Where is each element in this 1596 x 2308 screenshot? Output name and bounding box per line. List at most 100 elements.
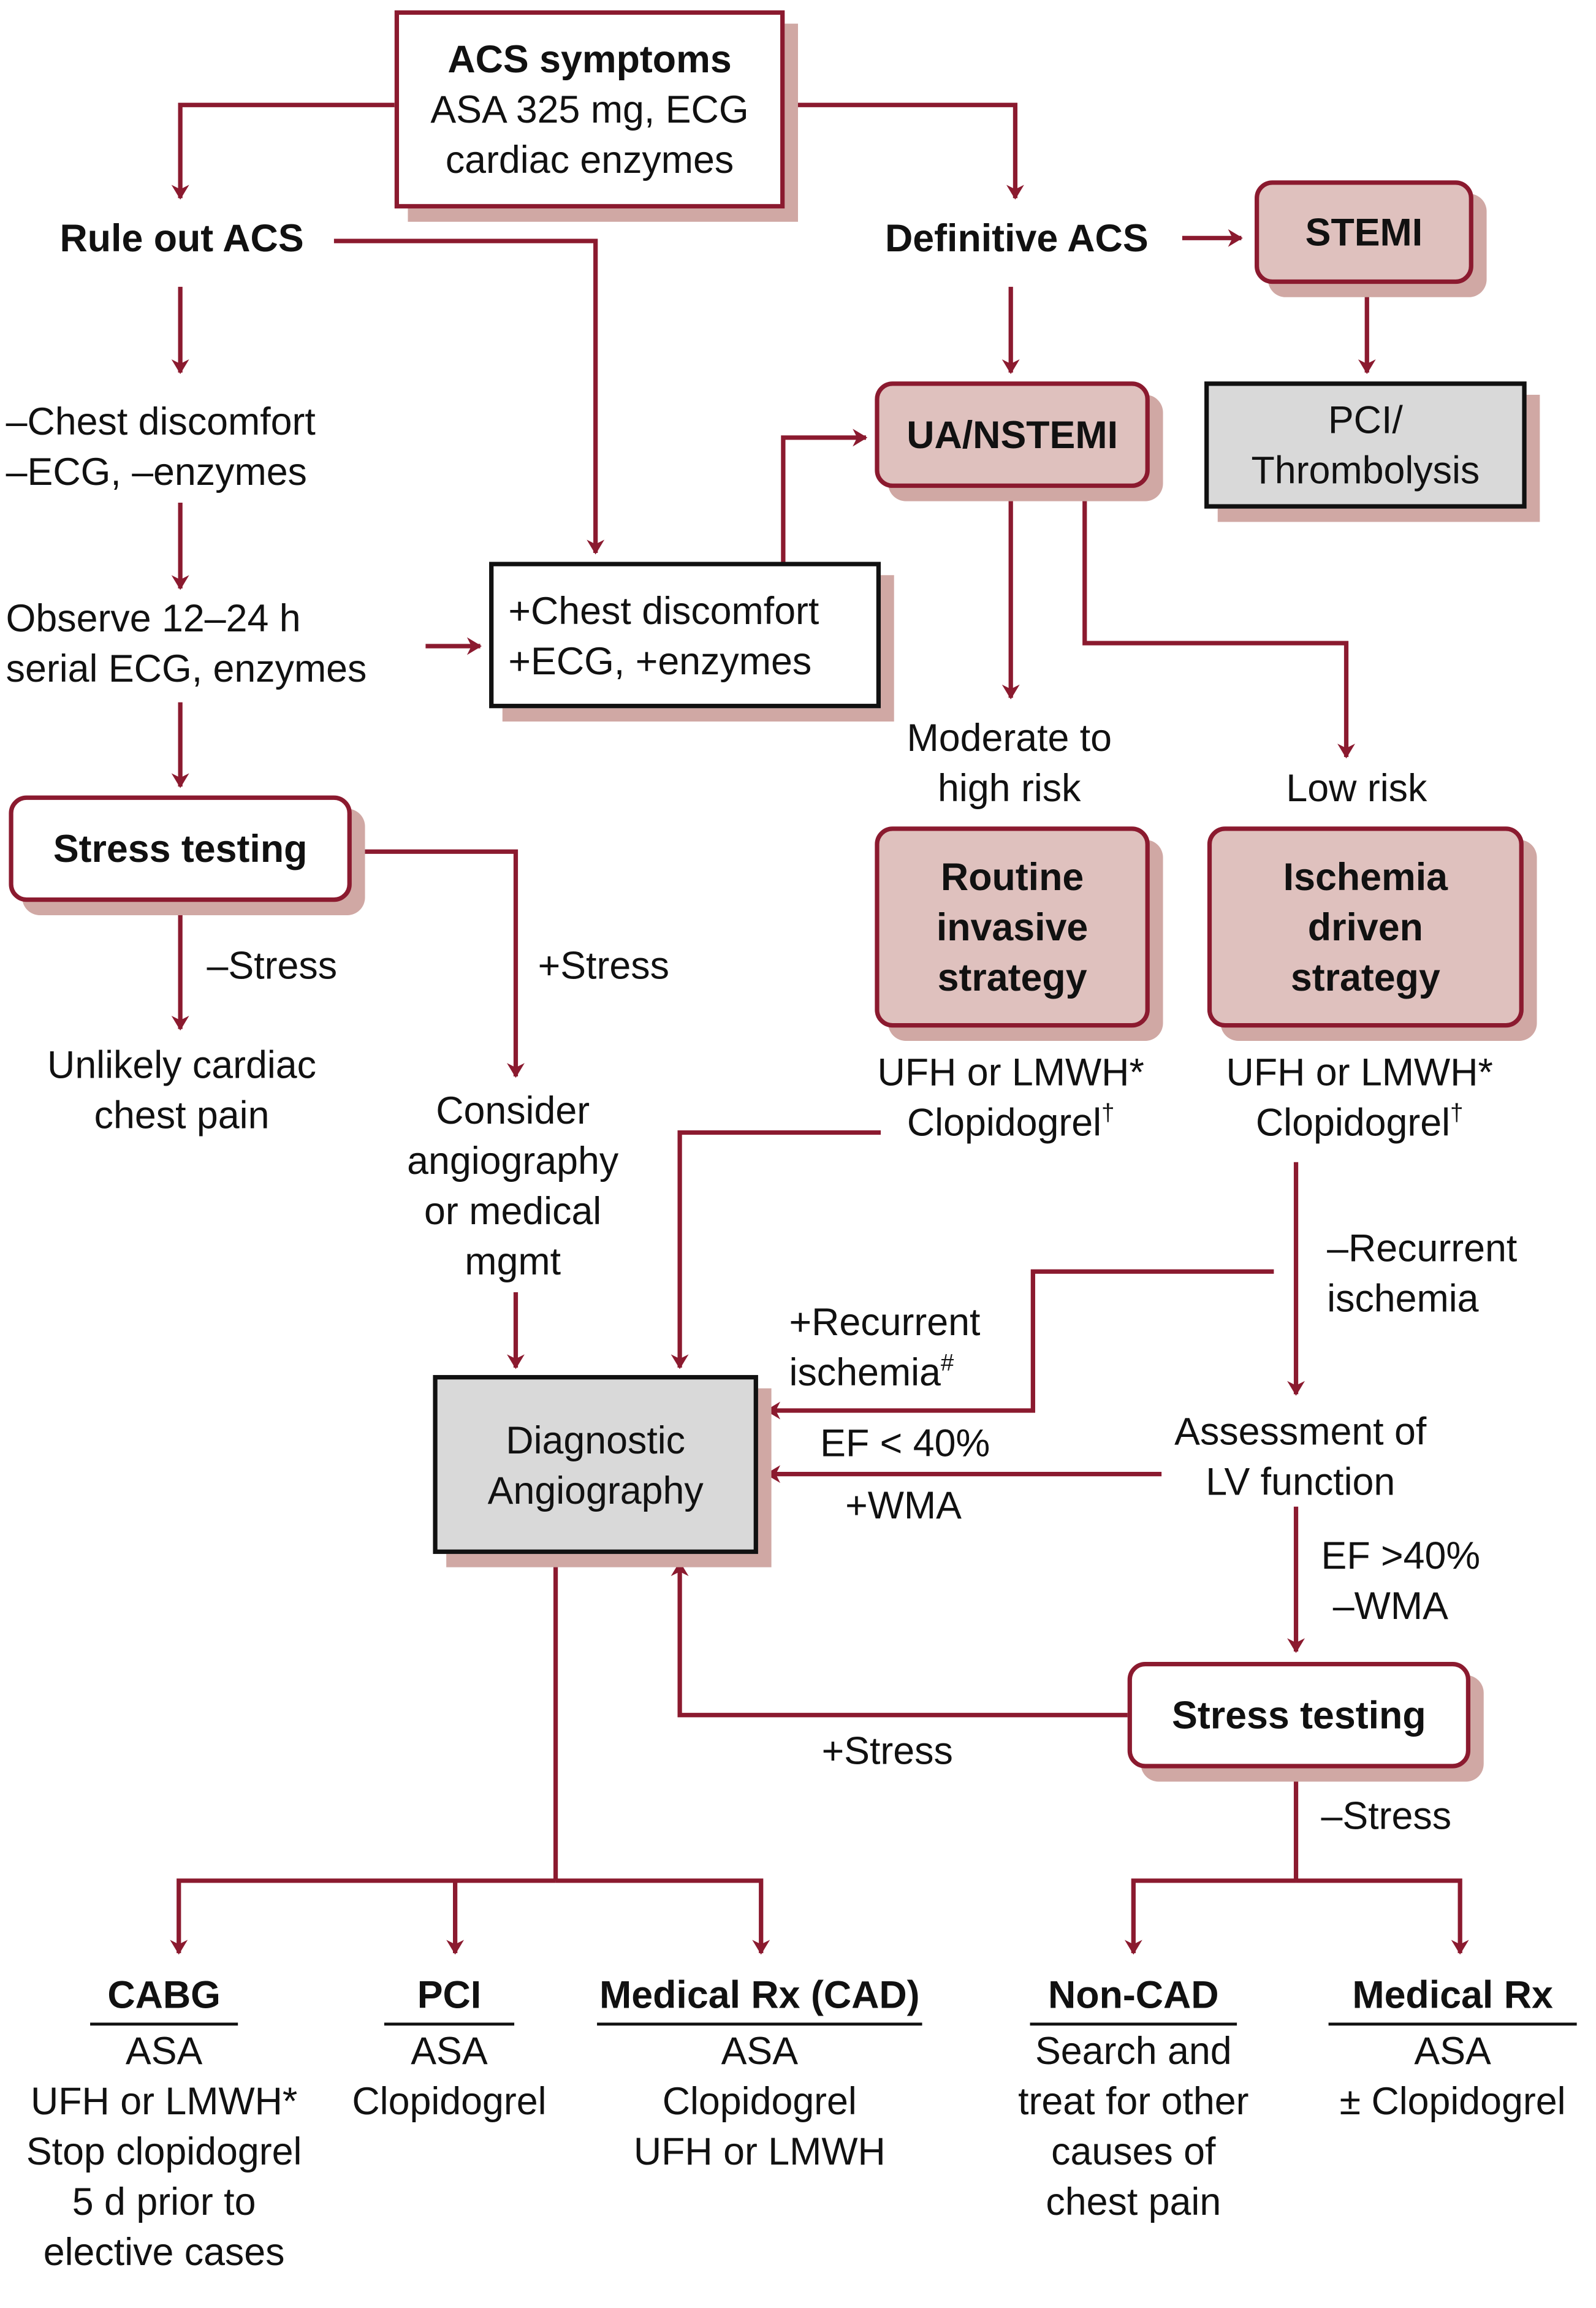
ischemia-driven-line2: driven (1307, 905, 1423, 950)
stemi-box: STEMI (1255, 180, 1473, 284)
negative-findings-line2: –ECG, –enzymes (6, 449, 307, 494)
ischemia-driven-box: Ischemia driven strategy (1207, 826, 1524, 1028)
unlikely-line2: chest pain (94, 1092, 270, 1137)
outcome-non-cad-heading: Non-CAD (1030, 1970, 1237, 2026)
stemi-label: STEMI (1305, 210, 1423, 254)
connector-routine-to-angio (671, 1130, 881, 1369)
acs-symptoms-line2: cardiac enzymes (445, 137, 734, 182)
hash-footnote: # (940, 1351, 954, 1377)
negative-stress-label-1: –Stress (207, 943, 338, 988)
connector-acs-to-rule-out (171, 102, 395, 200)
meds-ischemia-line2: Clopidogrel (1255, 1100, 1451, 1144)
positive-recurrent-text: +Recurrent ischemia# (789, 1297, 981, 1397)
ischemia-driven-line3: strategy (1290, 955, 1440, 1000)
outcome-medical-rx-cad-heading: Medical Rx (CAD) (596, 1970, 923, 2026)
outcome-line: ASA (721, 2028, 799, 2073)
outcome-line: ASA (411, 2028, 488, 2073)
positive-stress-label-2: +Stress (821, 1728, 953, 1773)
moderate-high-risk-line1: Moderate to (906, 715, 1112, 760)
meds-ischemia-text: UFH or LMWH* Clopidogrel† (1212, 1047, 1507, 1148)
positive-findings-line2: +ECG, +enzymes (508, 638, 812, 683)
connector-branch-noncad (1124, 1878, 1296, 1955)
pci-thrombolysis-line1: PCI/ (1328, 397, 1403, 443)
low-risk-label: Low risk (1286, 766, 1427, 810)
outcome-line: Clopidogrel (352, 2079, 547, 2123)
outcome-medical-rx-cad: Medical Rx (CAD) ASA Clopidogrel UFH or … (576, 1970, 943, 2177)
rule-out-acs-label: Rule out ACS (59, 216, 304, 261)
diagnostic-angio-line2: Angiography (487, 1467, 704, 1512)
unlikely-line1: Unlikely cardiac (47, 1042, 317, 1087)
outcome-line: Clopidogrel (662, 2079, 857, 2123)
outcome-line: causes of (1051, 2129, 1216, 2174)
routine-invasive-line2: invasive (936, 905, 1089, 950)
ua-nstemi-label: UA/NSTEMI (906, 412, 1118, 457)
acs-symptoms-title: ACS symptoms (447, 37, 732, 82)
moderate-high-risk-line2: high risk (938, 766, 1081, 810)
outcome-pci-heading: PCI (384, 1970, 514, 2026)
acs-symptoms-box: ACS symptoms ASA 325 mg, ECG cardiac enz… (394, 10, 785, 209)
pos-recurrent-line1: +Recurrent (789, 1300, 981, 1344)
meds-routine-line2: Clopidogrel (906, 1100, 1102, 1144)
connector-recurrent-to-angio (765, 1269, 1274, 1420)
outcome-non-cad: Non-CAD Search and treat for other cause… (999, 1970, 1268, 2227)
assessment-lv-line1: Assessment of (1174, 1409, 1427, 1453)
diagnostic-angio-line1: Diagnostic (506, 1417, 686, 1462)
outcome-line: UFH or LMWH* (30, 2079, 298, 2123)
pos-recurrent-line2: ischemia (789, 1350, 941, 1395)
meds-ischemia-line1: UFH or LMWH* (1226, 1049, 1493, 1094)
positive-stress-label-1: +Stress (538, 943, 669, 988)
outcome-line: elective cases (43, 2230, 285, 2274)
connector-pos-to-ua (781, 428, 868, 562)
outcome-line: ASA (1414, 2028, 1491, 2073)
routine-invasive-line1: Routine (940, 855, 1084, 899)
consider-line2: angiography (407, 1138, 619, 1183)
outcome-pci: PCI ASA Clopidogrel (334, 1970, 564, 2127)
ef-high-line1: EF >40% (1321, 1533, 1481, 1578)
outcome-line: ± Clopidogrel (1339, 2079, 1566, 2123)
negative-findings-line1: –Chest discomfort (6, 399, 316, 444)
outcome-line: chest pain (1046, 2179, 1222, 2224)
connector-branch-cabg (170, 1878, 556, 1955)
routine-invasive-line3: strategy (937, 955, 1087, 1000)
outcome-cabg: CABG ASA UFH or LMWH* Stop clopidogrel 5… (6, 1970, 322, 2277)
pci-thrombolysis-line2: Thrombolysis (1251, 448, 1480, 493)
consider-line3: or medical (424, 1189, 602, 1233)
observe-line1: Observe 12–24 h (6, 595, 301, 641)
observe-text: Observe 12–24 h serial ECG, enzymes (6, 593, 367, 693)
stress-testing-label-1: Stress testing (53, 826, 308, 871)
dagger-footnote: † (1450, 1101, 1464, 1127)
unlikely-cardiac-text: Unlikely cardiac chest pain (29, 1040, 334, 1140)
outcome-line: ASA (125, 2028, 203, 2073)
outcome-line: treat for other (1018, 2079, 1249, 2123)
diagnostic-angiography-box: Diagnostic Angiography (433, 1375, 758, 1554)
routine-invasive-box: Routine invasive strategy (875, 826, 1150, 1028)
connector-branch-medrx (1296, 1878, 1469, 1955)
positive-findings-box: +Chest discomfort +ECG, +enzymes (489, 562, 881, 709)
acs-symptoms-line1: ASA 325 mg, ECG (430, 87, 749, 132)
negative-recurrent-text: –Recurrent ischemia (1327, 1223, 1517, 1323)
outcome-cabg-heading: CABG (89, 1970, 238, 2026)
connector-ua-to-lowrisk (1082, 487, 1355, 759)
outcome-medical-rx-heading: Medical Rx (1328, 1970, 1577, 2026)
assessment-lv-line2: LV function (1206, 1459, 1396, 1504)
consider-line4: mgmt (465, 1239, 561, 1284)
dagger-footnote: † (1101, 1101, 1115, 1127)
stress-testing-box-2: Stress testing (1127, 1661, 1471, 1769)
observe-line2: serial ECG, enzymes (6, 646, 367, 691)
positive-wma-label: +WMA (845, 1483, 962, 1528)
neg-recurrent-line1: –Recurrent (1327, 1225, 1518, 1270)
moderate-high-risk-label: Moderate to high risk (881, 713, 1138, 813)
positive-findings-line1: +Chest discomfort (508, 587, 819, 633)
consider-line1: Consider (436, 1088, 590, 1133)
ef-low-label: EF < 40% (820, 1420, 990, 1466)
negative-stress-label-2: –Stress (1321, 1793, 1452, 1838)
negative-findings-text: –Chest discomfort –ECG, –enzymes (6, 396, 316, 497)
connector-acs-to-definitive (785, 102, 1024, 200)
outcome-medical-rx: Medical Rx ASA ± Clopidogrel (1315, 1970, 1590, 2127)
stress-testing-box-1: Stress testing (9, 795, 352, 902)
outcome-line: Stop clopidogrel (26, 2129, 302, 2174)
outcome-line: UFH or LMWH (633, 2129, 886, 2174)
outcome-line: 5 d prior to (72, 2179, 256, 2224)
ischemia-driven-line1: Ischemia (1283, 855, 1448, 899)
